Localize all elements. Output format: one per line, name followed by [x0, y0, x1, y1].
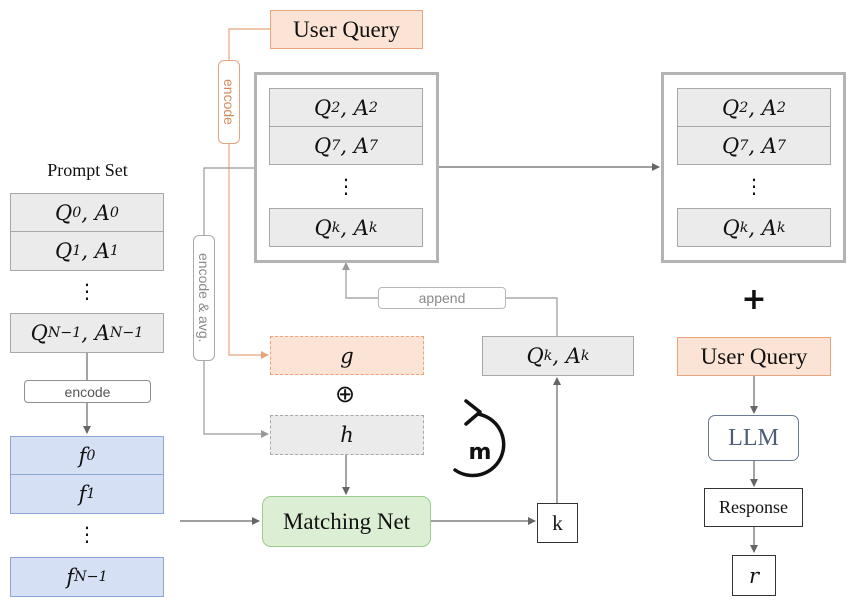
encode-avg-vertical-label: encode & avg.: [193, 235, 215, 361]
prompt-set-title: Prompt Set: [47, 160, 128, 180]
plus-symbol: +: [741, 282, 767, 317]
feature-ellipsis: ⋮: [77, 522, 97, 546]
llm-box: LLM: [708, 415, 799, 461]
line-query-to-g: [228, 28, 270, 359]
line-pair-to-append: [506, 297, 558, 336]
output-ellipsis: ⋮: [744, 174, 764, 198]
loop-label: m: [468, 440, 492, 465]
oplus-symbol: ⊕: [334, 380, 356, 408]
encode-label: encode: [24, 380, 151, 403]
g-box: g: [270, 336, 424, 375]
prompt-ellipsis: ⋮: [77, 279, 97, 303]
h-box: h: [270, 415, 424, 455]
encode-vertical-label: encode: [218, 60, 240, 144]
matching-net-box: Matching Net: [262, 496, 431, 547]
k-box: k: [537, 503, 578, 543]
response-box: Response: [704, 488, 803, 527]
user-query-top: User Query: [270, 10, 423, 49]
append-label: append: [378, 287, 506, 309]
user-query-right: User Query: [677, 337, 831, 376]
selected-ellipsis: ⋮: [336, 174, 356, 198]
arrow-append-to-set: [342, 262, 378, 299]
loop-arrow-icon: [453, 399, 506, 478]
r-box: r: [732, 555, 776, 596]
